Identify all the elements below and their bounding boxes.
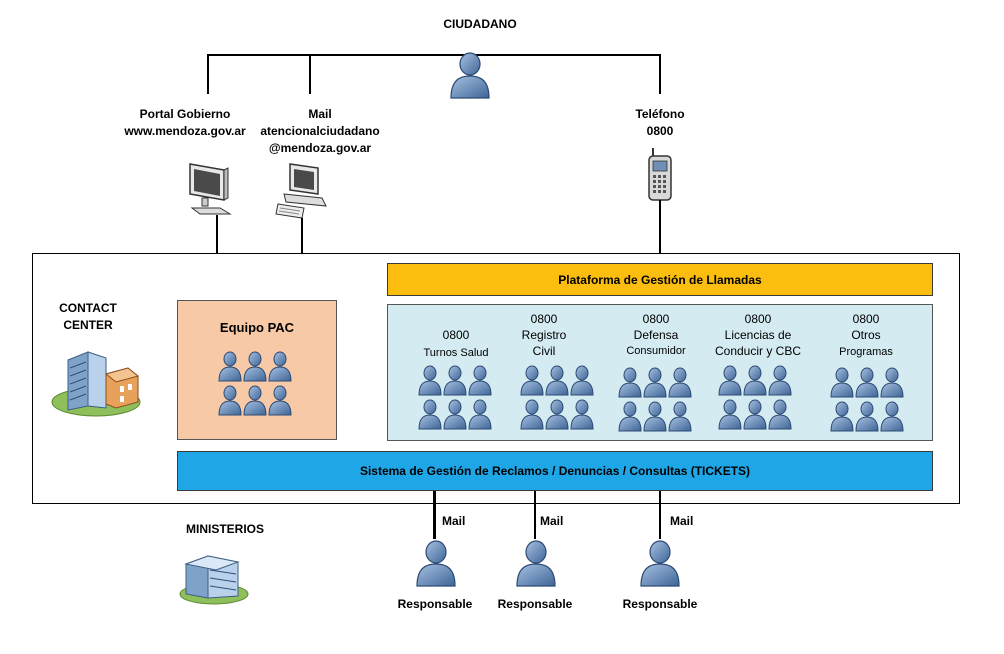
ciudadano-label: CIUDADANO bbox=[443, 17, 517, 31]
monitor-icon bbox=[186, 162, 234, 216]
program-line: Defensa bbox=[633, 328, 679, 342]
program-line: Licencias de bbox=[724, 328, 792, 342]
contact-center-label-line2: CENTER bbox=[63, 318, 113, 332]
mail-label-line1: Mail bbox=[308, 107, 332, 121]
responsable-person-icon bbox=[514, 538, 558, 588]
portal-label-line2: www.mendoza.gov.ar bbox=[124, 124, 246, 138]
program-people-group bbox=[718, 365, 794, 431]
responsable-mail-label: Mail bbox=[540, 514, 564, 528]
telefono-label-line2: 0800 bbox=[646, 124, 674, 138]
ministerios-label: MINISTERIOS bbox=[185, 522, 264, 536]
program-people-group bbox=[520, 365, 596, 431]
telefono-drop-line bbox=[659, 54, 661, 94]
responsable-person-icon bbox=[638, 538, 682, 588]
plataforma-gestion-llamadas-bar: Plataforma de Gestión de Llamadas bbox=[387, 263, 933, 296]
program-line: 0800 bbox=[442, 328, 470, 342]
portal-label-line1: Portal Gobierno bbox=[139, 107, 231, 121]
sistema-label: Sistema de Gestión de Reclamos / Denunci… bbox=[359, 464, 751, 478]
top-horizontal-line bbox=[207, 54, 660, 56]
plataforma-label: Plataforma de Gestión de Llamadas bbox=[558, 272, 762, 287]
responsable-mail-line bbox=[433, 491, 436, 539]
telefono-label-line1: Teléfono bbox=[635, 107, 685, 121]
mail-label-line3: @mendoza.gov.ar bbox=[268, 141, 372, 155]
ministerios-building-icon bbox=[178, 540, 252, 606]
program-people-group bbox=[618, 367, 694, 433]
program-line: Conducir y CBC bbox=[714, 344, 802, 358]
responsable-label: Responsable bbox=[622, 597, 698, 611]
desktop-computer-icon bbox=[274, 160, 334, 220]
contact-center-building-icon bbox=[50, 340, 144, 420]
programas-0800-box: 0800 Turnos Salud 0800 Registro Civil 08… bbox=[387, 304, 933, 441]
responsable-mail-line bbox=[659, 491, 661, 539]
equipo-pac-people-group bbox=[218, 351, 298, 419]
responsable-label: Responsable bbox=[497, 597, 573, 611]
program-people-group bbox=[830, 367, 906, 433]
mobile-phone-icon bbox=[646, 148, 674, 202]
responsable-mail-label: Mail bbox=[442, 514, 466, 528]
responsable-mail-label: Mail bbox=[670, 514, 694, 528]
program-people-group bbox=[418, 365, 494, 431]
program-line: Turnos Salud bbox=[423, 347, 489, 359]
program-line: Otros bbox=[851, 328, 881, 342]
ciudadano-person-icon bbox=[448, 50, 492, 100]
contact-center-label-line1: CONTACT bbox=[59, 301, 117, 315]
mail-drop-line bbox=[309, 54, 311, 94]
equipo-pac-box: Equipo PAC bbox=[177, 300, 337, 440]
mail-label-line2: atencionalciudadano bbox=[260, 124, 380, 138]
program-line: 0800 bbox=[852, 312, 880, 326]
equipo-pac-label: Equipo PAC bbox=[219, 320, 295, 335]
person-icons-pac bbox=[218, 351, 292, 416]
program-line: 0800 bbox=[744, 312, 772, 326]
program-line: 0800 bbox=[530, 312, 558, 326]
program-line: Registro bbox=[521, 328, 567, 342]
responsable-mail-line bbox=[534, 491, 536, 539]
responsable-label: Responsable bbox=[397, 597, 473, 611]
program-line: Programas bbox=[839, 346, 893, 358]
responsable-person-icon bbox=[414, 538, 458, 588]
program-line: Civil bbox=[532, 344, 556, 358]
program-line: 0800 bbox=[642, 312, 670, 326]
telefono-cc-line bbox=[659, 200, 661, 263]
portal-drop-line bbox=[207, 54, 209, 94]
sistema-tickets-bar: Sistema de Gestión de Reclamos / Denunci… bbox=[177, 451, 933, 491]
program-line: Consumidor bbox=[626, 345, 686, 357]
